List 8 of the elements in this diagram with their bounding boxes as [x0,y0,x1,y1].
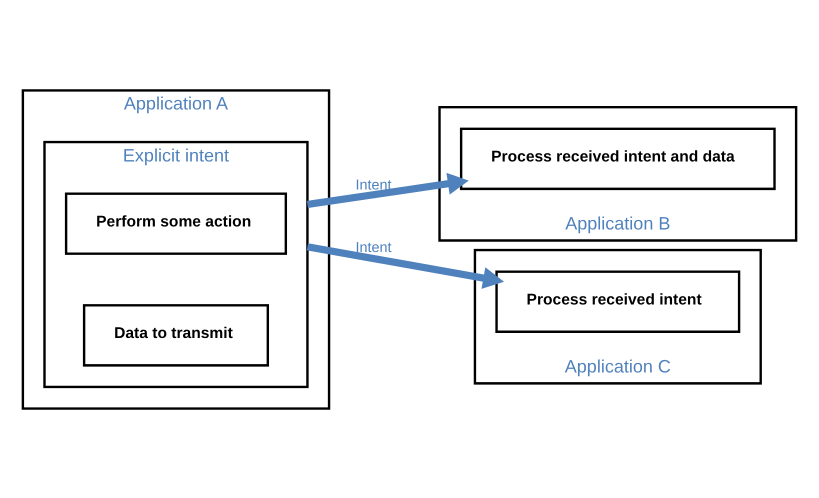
arrow [306,172,469,208]
edge-label: Intent [355,240,392,256]
node-box: Perform some action [64,192,288,254]
node-box: Process received intent [495,270,740,332]
node-box: Process received intent and data [460,127,776,190]
node-box: Data to transmit [82,304,270,366]
edge-label: Intent [355,177,392,194]
arrow [306,242,504,288]
